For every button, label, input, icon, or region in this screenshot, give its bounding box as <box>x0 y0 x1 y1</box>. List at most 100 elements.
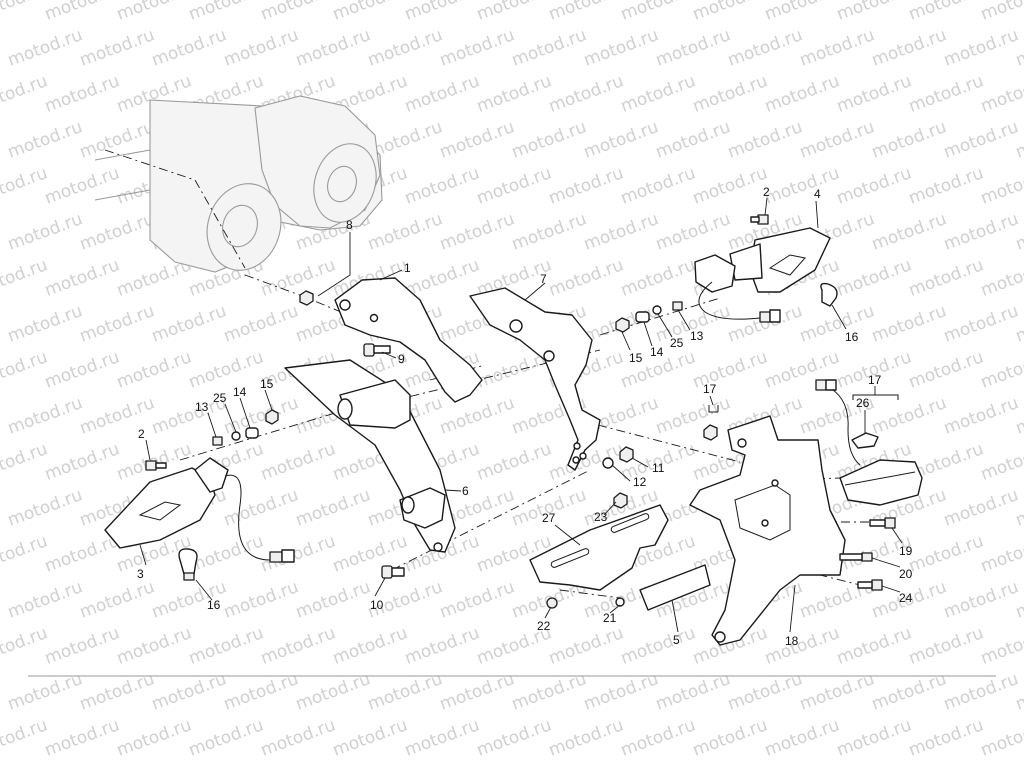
spacer-14-right <box>635 311 650 323</box>
bulb-16-right-glass <box>820 282 838 307</box>
watermark-text: motod.ru <box>114 623 194 668</box>
watermark-text: motod.ru <box>77 209 157 254</box>
muffler-outlet-left-inner <box>222 204 258 248</box>
callout-18: 18 <box>785 634 799 648</box>
bracket-27-body <box>529 504 669 591</box>
part-11-12-hardware <box>602 446 634 469</box>
bracket-6-boss <box>339 379 411 429</box>
axis-18-to-light <box>777 477 841 481</box>
part-8-nut <box>299 290 314 306</box>
leader-4 <box>815 200 819 229</box>
watermark-text: motod.ru <box>186 347 266 392</box>
watermark-text: motod.ru <box>797 301 877 346</box>
watermark-text: motod.ru <box>114 0 194 25</box>
watermark-text: motod.ru <box>906 715 986 760</box>
watermark-text: motod.ru <box>725 301 805 346</box>
plate-light-17-connector-a <box>815 379 827 391</box>
watermark-text: motod.ru <box>618 0 698 25</box>
screw-24-head <box>871 579 883 591</box>
plate-light-17-connector-b <box>825 379 837 391</box>
watermark-text: motod.ru <box>690 715 770 760</box>
callout-21: 21 <box>603 611 617 625</box>
watermark-text: motod.ru <box>797 25 877 70</box>
watermark-text: motod.ru <box>474 715 554 760</box>
turn-signal-3-logo <box>138 501 182 521</box>
bracket-1-hole-b <box>369 313 379 323</box>
watermark-text: motod.ru <box>5 393 85 438</box>
part-7-right-bracket <box>469 287 601 471</box>
leader-9 <box>381 351 397 359</box>
plate-light-17-wire <box>829 387 861 466</box>
part-10-screw <box>381 565 405 579</box>
watermark-text: motod.ru <box>437 209 517 254</box>
watermark-text: motod.ru <box>474 0 554 25</box>
watermark-text: motod.ru <box>77 25 157 70</box>
watermark-text: motod.ru <box>221 393 301 438</box>
watermark-text: motod.ru <box>978 715 1024 760</box>
watermark-text: motod.ru <box>906 255 986 300</box>
part-21-22-hardware <box>546 597 625 609</box>
leader-14-left <box>239 397 251 429</box>
watermark-text: motod.ru <box>0 71 50 116</box>
screw-20-shank <box>839 553 863 561</box>
leader-14-right <box>643 321 653 347</box>
watermark-text: motod.ru <box>437 117 517 162</box>
part-16-bulb-right <box>820 282 838 307</box>
callout-24: 24 <box>899 591 913 605</box>
leader-2-right <box>764 197 768 216</box>
bracket-27-slot-b <box>610 513 650 533</box>
watermark-text: motod.ru <box>0 439 50 484</box>
turn-signal-4-wire <box>698 281 761 320</box>
leader-19 <box>891 527 903 544</box>
holder-18-hole-c <box>761 519 769 527</box>
watermark-text: motod.ru <box>725 25 805 70</box>
watermark-text: motod.ru <box>834 71 914 116</box>
screw-10-head <box>381 565 393 579</box>
part-27-plate-bracket <box>529 504 669 591</box>
watermark-text: motod.ru <box>690 163 770 208</box>
screw-9-shank <box>373 345 391 354</box>
watermark-text: motod.ru <box>5 485 85 530</box>
bracket-7-stud-a <box>573 442 581 450</box>
spacer-14-left <box>245 427 259 439</box>
watermark-text: motod.ru <box>402 623 482 668</box>
watermark-text: motod.ru <box>42 439 122 484</box>
watermark-text: motod.ru <box>42 0 122 25</box>
watermark-text: motod.ru <box>869 209 949 254</box>
screw-10-shank <box>391 567 405 577</box>
watermark-text: motod.ru <box>834 255 914 300</box>
left-hardware-stack <box>212 409 279 446</box>
watermark-text: motod.ru <box>762 71 842 116</box>
turn-signal-3-wire <box>224 474 271 561</box>
watermark-text: motod.ru <box>546 715 626 760</box>
callout-10: 10 <box>370 598 384 612</box>
watermark-text: motod.ru <box>546 623 626 668</box>
part-23-nut <box>613 492 628 509</box>
leader-3 <box>139 544 147 566</box>
leader-15-right <box>621 331 631 351</box>
turn-signal-4-connector-b <box>769 309 781 323</box>
axis-24 <box>799 569 861 586</box>
watermark-text: motod.ru <box>618 163 698 208</box>
leader-20 <box>871 557 901 568</box>
watermark-text: motod.ru <box>869 25 949 70</box>
callout-2-left: 2 <box>138 427 145 441</box>
watermark-text: motod.ru <box>42 255 122 300</box>
watermark-text: motod.ru <box>149 301 229 346</box>
watermark-text: motod.ru <box>653 117 733 162</box>
leader-1 <box>379 269 403 281</box>
part-4-right-turn-signal <box>694 227 831 323</box>
part-3-left-turn-signal <box>104 457 295 563</box>
watermark-text: motod.ru <box>186 715 266 760</box>
bracket-6-bottom-hole <box>433 542 443 552</box>
leader-18 <box>789 584 796 633</box>
callout-16-left: 16 <box>207 598 221 612</box>
watermark-text: motod.ru <box>402 255 482 300</box>
watermark-text: motod.ru <box>221 577 301 622</box>
reflector-5 <box>639 564 711 611</box>
watermark-text: motod.ru <box>762 0 842 25</box>
watermark-text: motod.ru <box>869 117 949 162</box>
callout-labels: 8 1 9 7 6 3 16 10 2 4 16 2 13 25 14 15 1… <box>137 185 913 648</box>
callout-22: 22 <box>537 619 551 633</box>
